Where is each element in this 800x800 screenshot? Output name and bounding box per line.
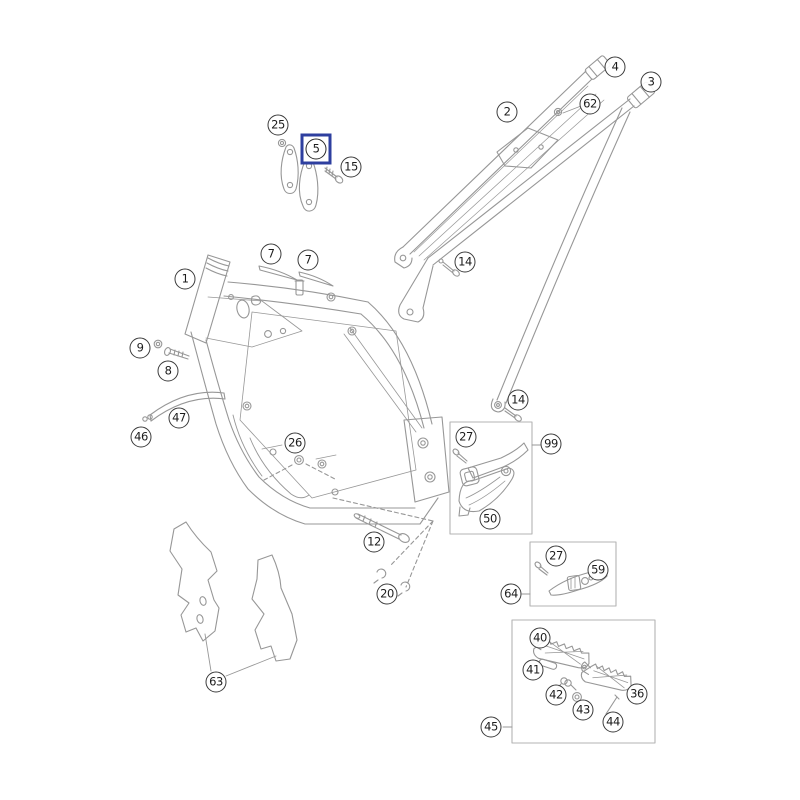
bolt-8-icon xyxy=(163,347,190,360)
bolt-27-upper-icon xyxy=(452,448,468,464)
callout-7b[interactable]: 7 xyxy=(297,249,319,271)
callout-number: 47 xyxy=(168,407,190,429)
callout-9[interactable]: 9 xyxy=(129,337,151,359)
callout-43[interactable]: 43 xyxy=(572,699,594,721)
callout-2[interactable]: 2 xyxy=(496,101,518,123)
detail-box-50 xyxy=(449,421,542,535)
callout-36[interactable]: 36 xyxy=(626,683,648,705)
chain-guide-50-icon xyxy=(458,442,529,517)
callout-number: 8 xyxy=(157,360,179,382)
callout-number: 45 xyxy=(480,716,502,738)
callout-8[interactable]: 8 xyxy=(157,360,179,382)
callout-44[interactable]: 44 xyxy=(602,711,624,733)
clips-20-icon xyxy=(332,497,434,597)
callout-number: 14 xyxy=(507,389,529,411)
callout-number: 43 xyxy=(572,699,594,721)
callout-27a[interactable]: 27 xyxy=(455,426,477,448)
callout-5[interactable]: 5 xyxy=(300,133,332,165)
callout-number: 44 xyxy=(602,711,624,733)
callout-number: 27 xyxy=(545,545,567,567)
leader-lines xyxy=(562,105,582,114)
callout-number: 4 xyxy=(604,56,626,78)
callout-number: 62 xyxy=(579,93,601,115)
callout-26[interactable]: 26 xyxy=(284,432,306,454)
callout-number: 26 xyxy=(284,432,306,454)
callout-number: 7 xyxy=(297,249,319,271)
callout-number: 12 xyxy=(363,531,385,553)
callout-47[interactable]: 47 xyxy=(168,407,190,429)
callout-45[interactable]: 45 xyxy=(480,716,502,738)
callout-50[interactable]: 50 xyxy=(479,508,501,530)
callout-14a[interactable]: 14 xyxy=(454,251,476,273)
stud-7-markers xyxy=(258,265,334,287)
callout-15[interactable]: 15 xyxy=(340,156,362,178)
clip-46-icon xyxy=(142,414,153,422)
callout-20[interactable]: 20 xyxy=(376,583,398,605)
bolt-12-icon xyxy=(353,513,410,543)
main-frame-drawing xyxy=(184,254,450,525)
callout-number: 36 xyxy=(626,683,648,705)
callout-99[interactable]: 99 xyxy=(540,433,562,455)
callout-3[interactable]: 3 xyxy=(640,71,662,93)
callout-42[interactable]: 42 xyxy=(545,684,567,706)
nut-9-icon xyxy=(153,339,163,349)
callout-4[interactable]: 4 xyxy=(604,56,626,78)
callout-number: 7 xyxy=(260,243,282,265)
callout-number: 5 xyxy=(305,138,327,160)
bushing-62-icon xyxy=(553,107,563,117)
callout-40[interactable]: 40 xyxy=(529,627,551,649)
callout-63[interactable]: 63 xyxy=(205,671,227,693)
callout-number: 59 xyxy=(587,559,609,581)
callout-number: 15 xyxy=(340,156,362,178)
callout-number: 14 xyxy=(454,251,476,273)
callout-number: 42 xyxy=(545,684,567,706)
hose-47-icon xyxy=(149,391,226,422)
callout-64[interactable]: 64 xyxy=(500,583,522,605)
callout-number: 2 xyxy=(496,101,518,123)
screw-14-lower-icon xyxy=(504,407,522,422)
callout-number: 50 xyxy=(479,508,501,530)
callout-number: 46 xyxy=(130,426,152,448)
nut-26-icon xyxy=(263,455,336,481)
callout-14b[interactable]: 14 xyxy=(507,389,529,411)
callout-number: 20 xyxy=(376,583,398,605)
callout-number: 25 xyxy=(267,114,289,136)
callout-number: 9 xyxy=(129,337,151,359)
callout-59[interactable]: 59 xyxy=(587,559,609,581)
callout-number: 64 xyxy=(500,583,522,605)
callout-number: 3 xyxy=(640,71,662,93)
pin-44-icon xyxy=(605,694,620,715)
callout-25[interactable]: 25 xyxy=(267,114,289,136)
bolt-27-lower-icon xyxy=(534,561,549,576)
callout-62[interactable]: 62 xyxy=(579,93,601,115)
frame-guards-63-drawing xyxy=(169,521,298,677)
bolt-15-icon xyxy=(324,166,344,184)
screw-14-upper-icon xyxy=(438,258,460,277)
callout-number: 41 xyxy=(522,659,544,681)
callout-1[interactable]: 1 xyxy=(174,268,196,290)
callout-41[interactable]: 41 xyxy=(522,659,544,681)
callout-number: 27 xyxy=(455,426,477,448)
callout-number: 40 xyxy=(529,627,551,649)
guide-59-icon xyxy=(548,570,608,596)
callout-46[interactable]: 46 xyxy=(130,426,152,448)
detail-box-59 xyxy=(521,541,617,607)
callout-number: 99 xyxy=(540,433,562,455)
callout-number: 1 xyxy=(174,268,196,290)
callout-number: 63 xyxy=(205,671,227,693)
callout-7a[interactable]: 7 xyxy=(260,243,282,265)
callout-12[interactable]: 12 xyxy=(363,531,385,553)
nut-25-icon xyxy=(277,138,287,148)
callout-27b[interactable]: 27 xyxy=(545,545,567,567)
